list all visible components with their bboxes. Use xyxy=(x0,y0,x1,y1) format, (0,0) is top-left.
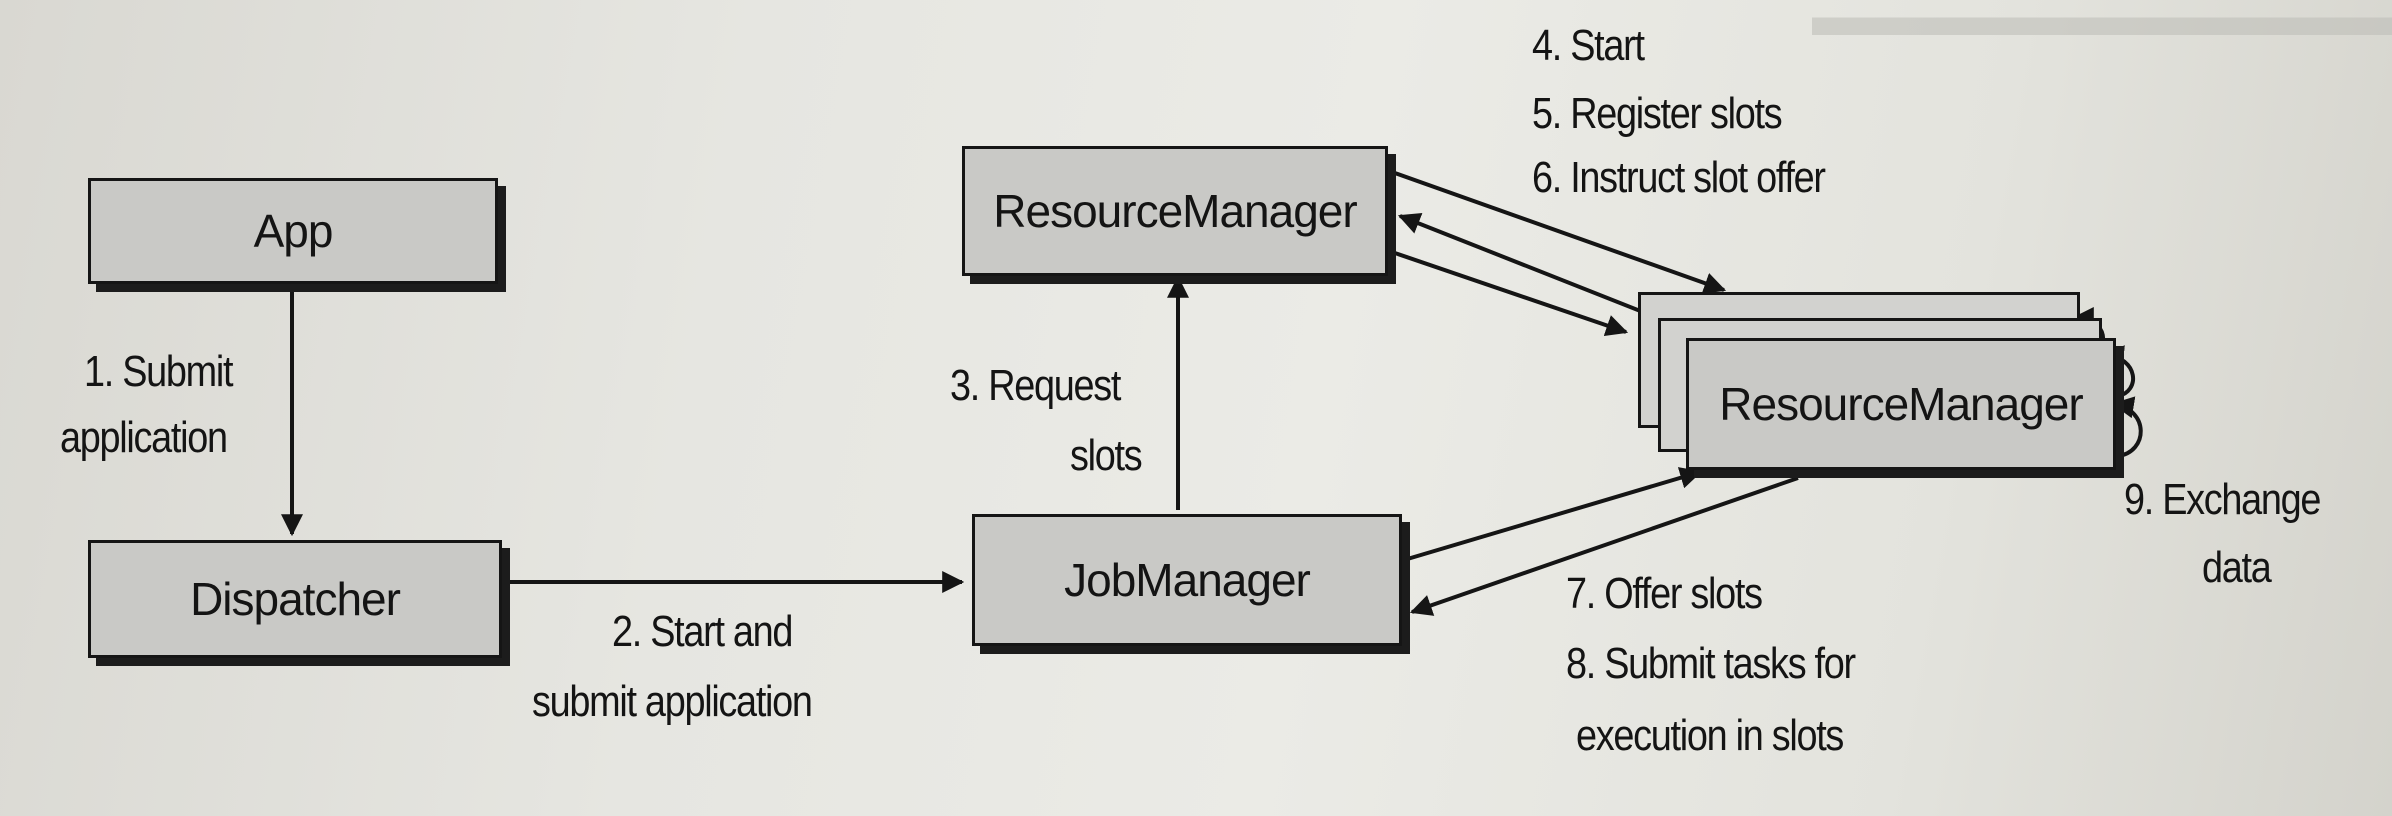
arrow-start xyxy=(1391,170,1727,294)
dispatcher-box: Dispatcher xyxy=(88,540,502,658)
arrow-submit-tasks xyxy=(1403,467,1703,562)
step9-label-line1: 9. Exchange xyxy=(2124,475,2321,524)
step6-label: 6. Instruct slot offer xyxy=(1532,153,1826,202)
app-box: App xyxy=(88,178,498,284)
step5-label: 5. Register slots xyxy=(1532,89,1783,138)
step3-label-line1: 3. Request xyxy=(950,361,1121,410)
dispatcher-label: Dispatcher xyxy=(190,573,401,625)
arrow-register-slots xyxy=(1397,213,1659,320)
step8-label-line1: 8. Submit tasks for xyxy=(1566,639,1856,688)
step4-label: 4. Start xyxy=(1532,21,1645,70)
step1-label-line2: application xyxy=(60,413,228,462)
resource-manager-box: ResourceManager xyxy=(962,146,1388,276)
step7-label: 7. Offer slots xyxy=(1566,569,1763,618)
job-manager-box: JobManager xyxy=(972,514,1402,646)
job-manager-label: JobManager xyxy=(1064,554,1311,606)
step3-label-line2: slots xyxy=(1070,431,1143,480)
step2-label-line2: submit application xyxy=(532,677,813,726)
arrow-offer-slots xyxy=(1409,476,1799,616)
resource-manager-label: ResourceManager xyxy=(993,185,1357,237)
arrow-exchange-data-3 xyxy=(2111,396,2143,458)
task-manager-label: ResourceManager xyxy=(1719,378,2083,430)
step8-label-line2: execution in slots xyxy=(1576,711,1844,760)
task-manager-box: ResourceManager xyxy=(1686,338,2116,470)
step2-label-line1: 2. Start and xyxy=(612,607,793,656)
app-label: App xyxy=(253,205,334,257)
step1-label-line1: 1. Submit xyxy=(84,347,234,396)
step9-label-line2: data xyxy=(2202,543,2272,592)
arrow-instruct-slot-offer xyxy=(1391,250,1629,337)
